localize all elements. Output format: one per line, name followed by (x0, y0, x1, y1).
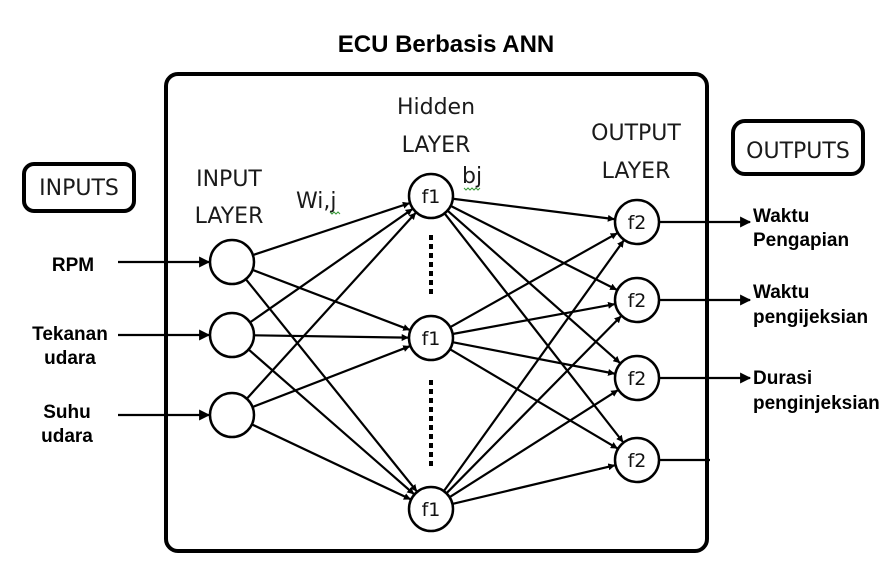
edge-input2-hidden3 (247, 348, 415, 495)
edge-hidden2-output1 (449, 232, 618, 329)
hidden-node-2-label: f1 (422, 328, 441, 350)
ellipsis-dot-lower (429, 389, 433, 394)
input-node-3 (208, 391, 256, 439)
nodes: f1 f1 f1 f2 f2 f2 f2 (208, 172, 661, 533)
output-node-1-label: f2 (628, 212, 647, 234)
bias-label: bj (462, 164, 482, 189)
edge-input1-hidden2 (252, 268, 411, 331)
hidden-node-3-label: f1 (422, 499, 441, 521)
input-layer-label-line2: LAYER (195, 204, 264, 229)
output-layer-label-line1: OUTPUT (591, 121, 681, 146)
input-layer-label-line1: INPUT (196, 167, 262, 192)
input-node-1 (208, 238, 256, 286)
ellipsis-dot-lower (429, 398, 433, 403)
input-label-3-line2: udara (41, 426, 93, 447)
outputs-tag-label: OUTPUTS (746, 139, 850, 164)
edge-input2-hidden1 (249, 208, 413, 324)
edge-hidden3-output1 (442, 240, 625, 492)
output-label-3-line2: penginjeksian (753, 393, 880, 414)
ellipsis-dot-upper (429, 253, 433, 258)
ellipsis-dot-lower (429, 443, 433, 448)
output-node-4-label: f2 (628, 450, 647, 472)
edge-hidden2-output3 (452, 341, 616, 376)
ellipsis-dot-lower (429, 461, 433, 466)
hidden-node-2 (407, 314, 455, 362)
input-label-1-line1: RPM (52, 255, 94, 276)
ellipsis-dot-upper (429, 262, 433, 267)
ellipsis-dot-upper (429, 235, 433, 240)
input-label-2-line2: udara (44, 348, 96, 369)
edge-hidden3-output3 (448, 389, 619, 499)
ellipsis-dot-lower (429, 425, 433, 430)
connections (244, 197, 625, 505)
edge-hidden2-output4 (449, 348, 618, 450)
ellipsis-dot-lower (429, 434, 433, 439)
edge-input3-hidden2 (252, 345, 411, 409)
edge-input1-hidden1 (252, 201, 410, 257)
output-label-3-line1: Durasi (753, 368, 812, 389)
hidden-layer-label-line2: LAYER (402, 133, 471, 158)
output-node-2-label: f2 (628, 290, 647, 312)
hidden-node-1-label: f1 (422, 186, 441, 208)
ellipsis-dot-lower (429, 380, 433, 385)
ellipsis-dot-lower (429, 407, 433, 412)
input-label-3-line1: Suhu (43, 402, 91, 423)
ellipsis-dot-upper (429, 280, 433, 285)
inputs-tag-frame (22, 162, 136, 213)
hidden-ellipsis (429, 235, 433, 466)
output-node-3-label: f2 (628, 368, 647, 390)
edge-hidden1-output4 (443, 212, 624, 443)
weight-label: Wi,j (296, 189, 337, 214)
output-layer-label-line2: LAYER (602, 159, 671, 184)
bias-label-spellcheck-underline (463, 187, 481, 191)
ellipsis-dot-upper (429, 289, 433, 294)
edge-hidden3-output2 (445, 315, 622, 495)
hidden-layer-label-line1: Hidden (397, 95, 475, 120)
hidden-node-3 (407, 485, 455, 533)
edge-hidden2-output2 (452, 301, 616, 336)
weight-label-spellcheck-underline (329, 211, 341, 215)
inputs-tag-label: INPUTS (39, 176, 119, 201)
hidden-node-1 (407, 172, 455, 220)
io-labels: RPMTekananudaraSuhuudaraWaktuPengapianWa… (32, 206, 880, 462)
edge-input3-hidden1 (245, 212, 417, 400)
input-node-2 (208, 311, 256, 359)
output-label-2-line1: Waktu (753, 282, 809, 303)
ellipsis-dot-lower (429, 452, 433, 457)
input-label-2-line1: Tekanan (32, 324, 108, 345)
edge-hidden1-output1 (452, 197, 615, 222)
edge-input2-hidden2 (253, 334, 409, 342)
output-label-2-line2: pengijeksian (753, 307, 868, 328)
outputs-tag: OUTPUTS (731, 119, 865, 176)
ellipsis-dot-upper (429, 271, 433, 276)
ellipsis-dot-upper (429, 244, 433, 249)
edge-hidden1-output2 (450, 204, 618, 291)
edge-hidden3-output4 (452, 463, 616, 505)
ellipsis-dot-lower (429, 416, 433, 421)
output-label-1-line2: Pengapian (753, 230, 849, 251)
edge-input3-hidden3 (251, 423, 411, 501)
edge-input1-hidden3 (244, 278, 418, 492)
outputs-tag-frame (731, 119, 865, 176)
diagram-title: ECU Berbasis ANN (338, 31, 555, 58)
ecu-boundary-box (164, 72, 709, 553)
inputs-tag: INPUTS (22, 162, 136, 213)
edge-hidden1-output3 (446, 209, 621, 364)
output-label-1-line1: Waktu (753, 206, 809, 227)
